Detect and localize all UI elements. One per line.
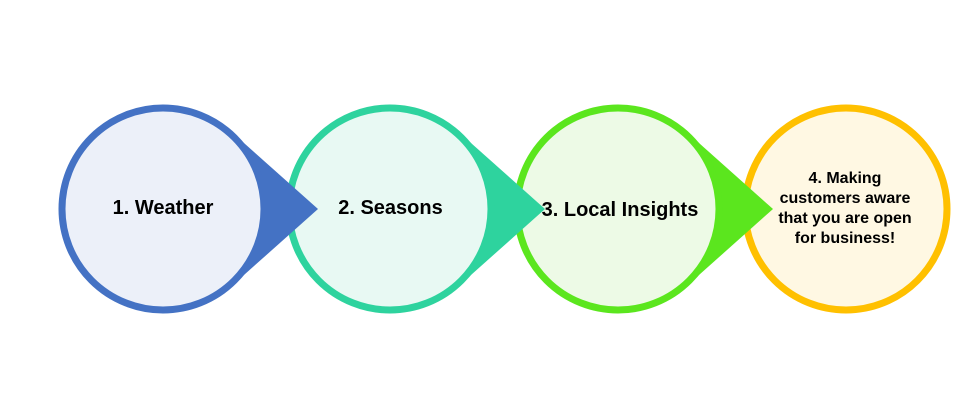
step-1-node xyxy=(58,104,318,314)
step-3-circle xyxy=(513,104,723,314)
step-4-circle xyxy=(741,104,951,314)
step-3-node xyxy=(513,104,773,314)
step-2-node xyxy=(285,104,545,314)
step-2-circle xyxy=(285,104,495,314)
step-1-circle xyxy=(58,104,268,314)
step-4-node xyxy=(741,104,951,314)
